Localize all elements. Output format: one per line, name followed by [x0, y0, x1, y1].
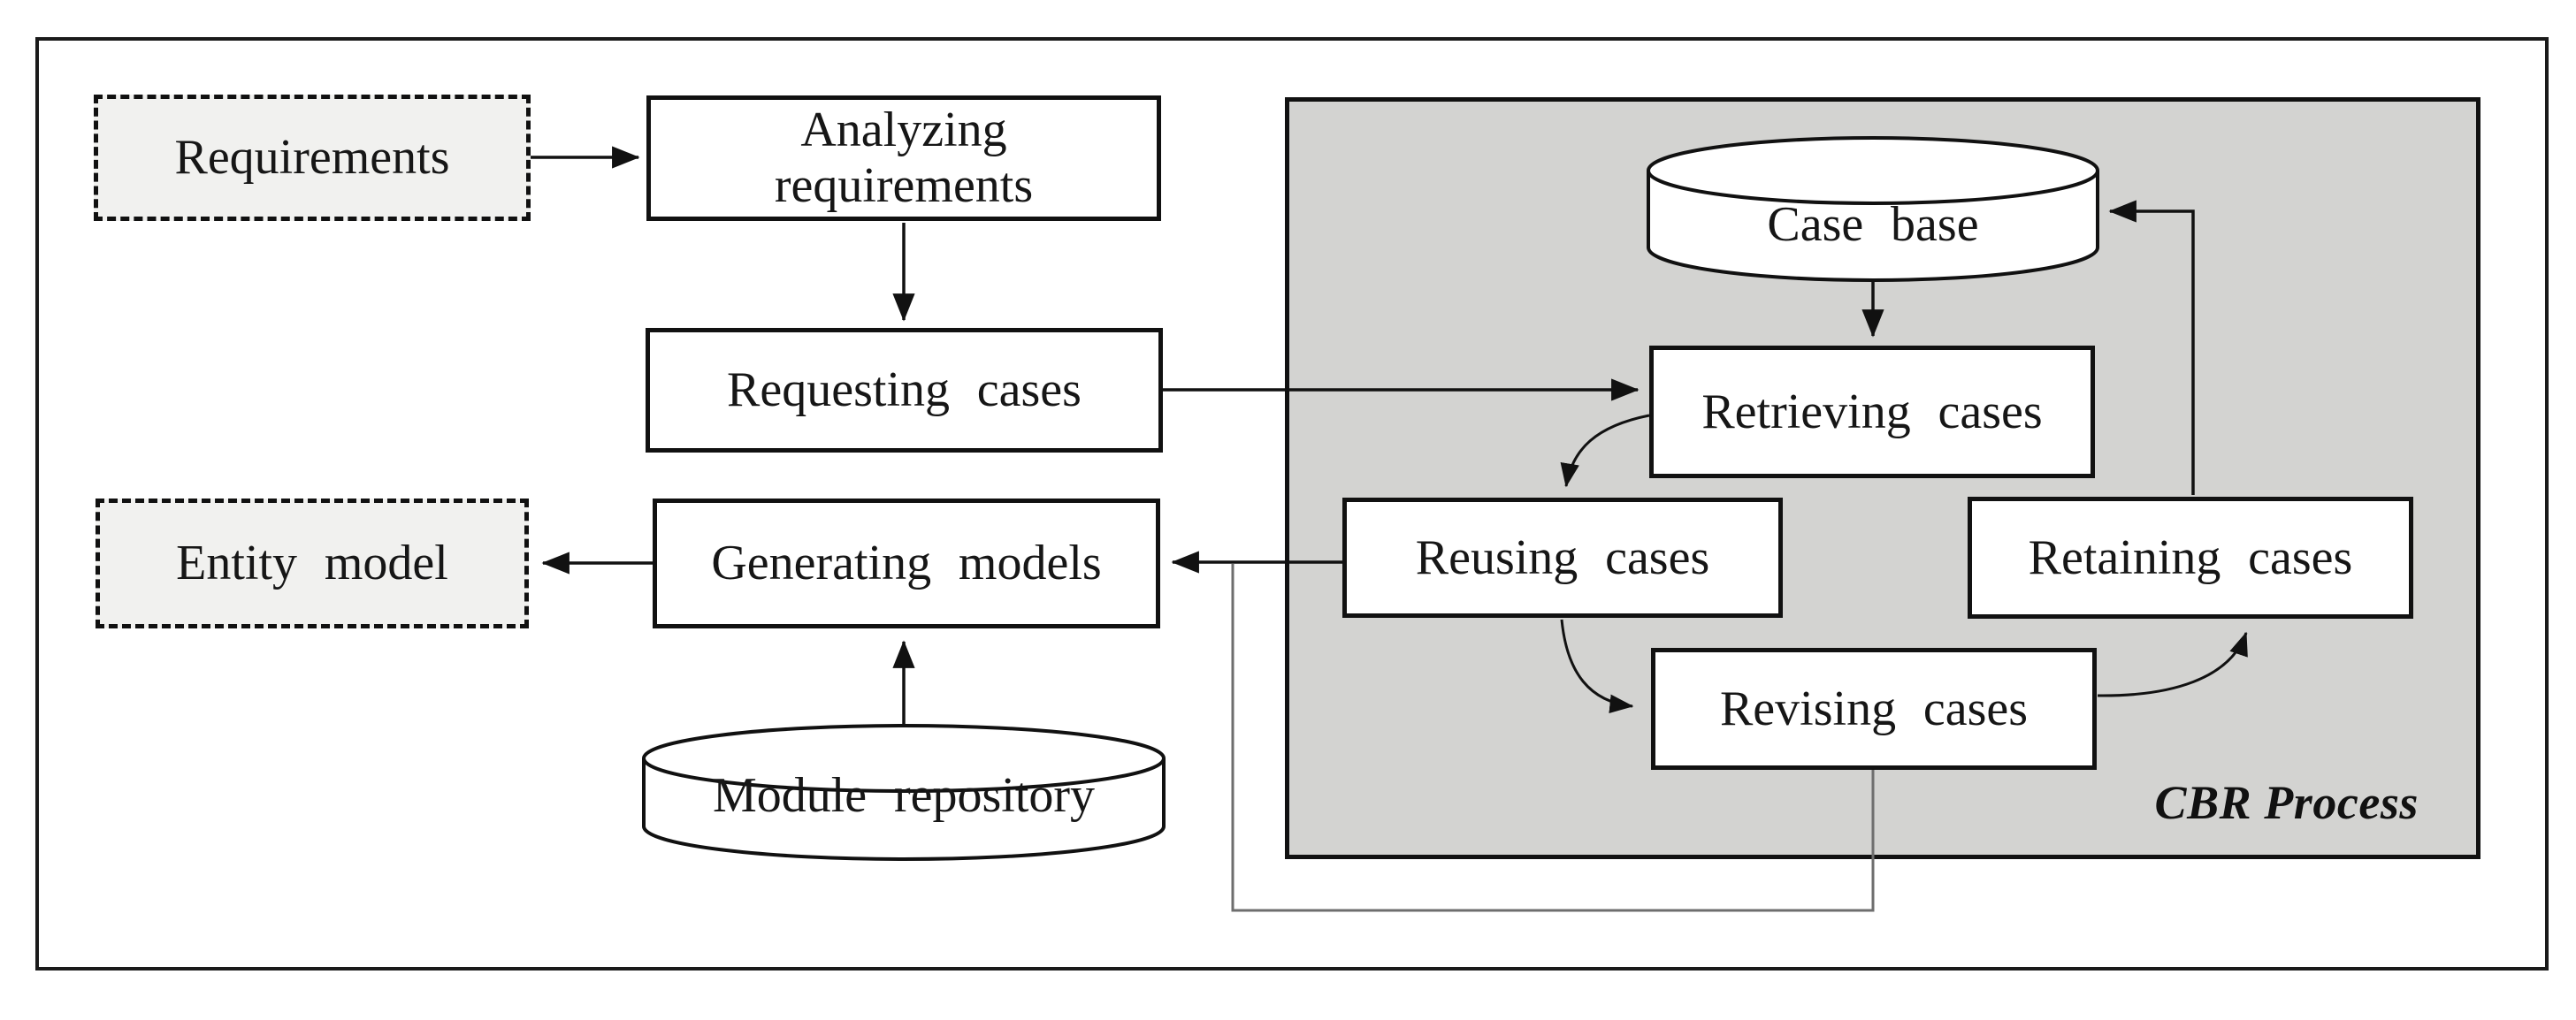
- node-requesting-cases: Requesting cases: [646, 328, 1163, 453]
- node-retaining-cases: Retaining cases: [1968, 497, 2413, 619]
- edge-reusing-to-revising: [1560, 619, 1634, 714]
- edge-retrieving-to-reusing: [1560, 414, 1650, 488]
- node-reusing-cases: Reusing cases: [1342, 498, 1783, 618]
- case-base-label: Case base: [1767, 197, 1979, 252]
- module-repository-cylinder: [642, 724, 1166, 861]
- module-repository-label: Module repository: [712, 767, 1096, 823]
- node-revising-cases: Revising cases: [1651, 648, 2097, 770]
- node-retrieving-cases: Retrieving cases: [1649, 346, 2095, 478]
- node-requirements: Requirements: [94, 95, 531, 221]
- edge-revising-to-retaining: [2097, 631, 2248, 697]
- edge-revising-to-generating-feedback: [1231, 564, 1875, 912]
- node-generating-models: Generating models: [653, 499, 1160, 628]
- cbr-process-caption: CBR Process: [2154, 776, 2419, 829]
- node-entity-model: Entity model: [96, 499, 529, 628]
- edge-retaining-to-casebase: [2108, 200, 2195, 495]
- node-analyzing-requirements: Analyzing requirements: [646, 95, 1161, 221]
- case-base-cylinder: [1647, 136, 2099, 282]
